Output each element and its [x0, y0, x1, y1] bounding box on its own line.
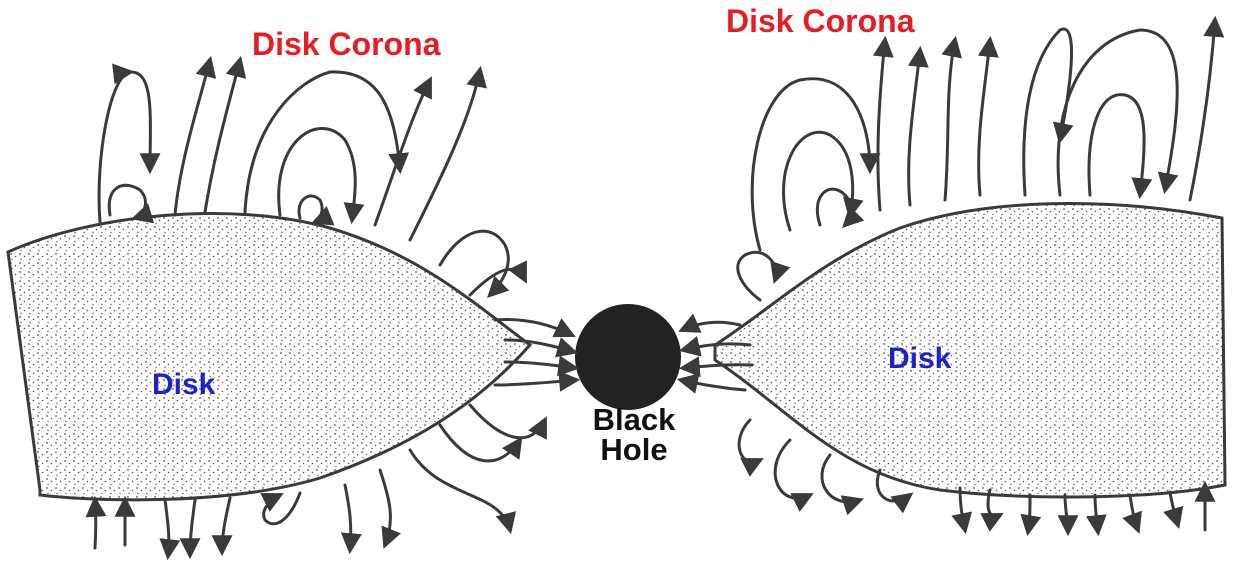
disk-label-left: Disk: [152, 368, 215, 402]
black-hole-label: Black Hole: [574, 405, 694, 465]
disk-corona-label-left: Disk Corona: [252, 26, 440, 63]
disk-corona-label-right: Disk Corona: [726, 3, 914, 40]
disk-label-right: Disk: [888, 342, 951, 376]
black-hole: [575, 304, 681, 410]
right-disk: [715, 203, 1225, 497]
left-disk: [8, 213, 530, 499]
